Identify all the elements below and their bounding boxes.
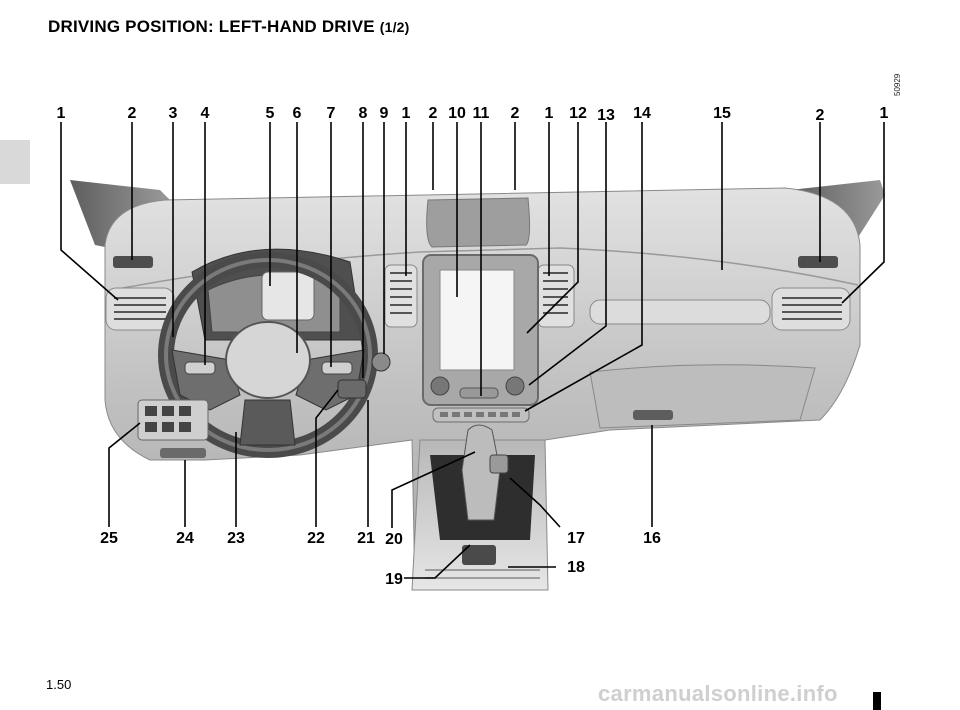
right-knob [505, 376, 525, 396]
callout-top-1d: 1 [879, 105, 889, 122]
upper-display-hood [426, 197, 531, 248]
gear-lever [461, 424, 501, 521]
callout-top-5: 5 [265, 105, 275, 122]
callout-top-14: 14 [633, 105, 651, 122]
left-knob [430, 376, 450, 396]
callout-bottom-19: 19 [385, 571, 403, 588]
callout-top-12: 12 [569, 105, 587, 122]
callout-bottom-24: 24 [176, 530, 194, 547]
callout-top-2d: 2 [815, 107, 825, 124]
steering-wheel-hub [225, 321, 311, 399]
callout-top-15: 15 [713, 105, 731, 122]
instrument-display [261, 271, 315, 321]
callout-top-4: 4 [200, 105, 210, 122]
wiper-stalk [337, 379, 367, 399]
left-side-defrost-vent [113, 256, 153, 268]
callout-bottom-17: 17 [567, 530, 585, 547]
callout-bottom-21: 21 [357, 530, 375, 547]
callout-top-3: 3 [168, 105, 178, 122]
callout-bottom-20: 20 [385, 531, 403, 548]
callout-top-10: 10 [448, 105, 466, 122]
left-spoke-controls [184, 361, 216, 375]
callout-top-1: 1 [56, 105, 66, 122]
right-side-defrost-vent [798, 256, 838, 268]
callout-top-9: 9 [379, 105, 389, 122]
corner-mark [873, 692, 881, 710]
callout-top-2b: 2 [428, 105, 438, 122]
start-button [371, 352, 391, 372]
callout-top-11: 11 [472, 105, 490, 122]
page-title: DRIVING POSITION: LEFT-HAND DRIVE (1/2) [48, 17, 410, 37]
callout-top-1b: 1 [401, 105, 411, 122]
lower-switch [160, 448, 206, 458]
callout-top-2: 2 [127, 105, 137, 122]
page-number: 1.50 [46, 677, 72, 692]
screen-button-strip [459, 387, 499, 399]
parking-brake-button [489, 454, 509, 474]
callout-bottom-18: 18 [567, 559, 585, 576]
callout-bottom-25: 25 [100, 530, 118, 547]
callout-bottom-16: 16 [643, 530, 661, 547]
callout-top-1c: 1 [544, 105, 554, 122]
callout-leaders-top [60, 122, 885, 412]
steering-wheel-highlight [164, 258, 372, 452]
watermark: carmanualsonline.info [598, 681, 838, 706]
callout-bottom-23: 23 [227, 530, 245, 547]
callout-top-2c: 2 [510, 105, 520, 122]
left-pillar [70, 180, 170, 250]
multimedia-screen [439, 269, 515, 371]
console-storage-switch [462, 545, 496, 565]
callout-top-6: 6 [292, 105, 302, 122]
right-spoke-controls [321, 361, 353, 375]
callout-top-7: 7 [326, 105, 336, 122]
steering-wheel-lower-spoke [239, 399, 296, 446]
callout-top-13: 13 [597, 107, 615, 124]
callout-leaders-bottom [108, 389, 653, 579]
page-title-suffix: (1/2) [379, 19, 410, 35]
glovebox [589, 364, 816, 429]
right-side-vent [771, 287, 851, 331]
passenger-trim [589, 299, 771, 325]
callout-bottom-22: 22 [307, 530, 325, 547]
section-tab [0, 140, 30, 184]
glovebox-handle [633, 410, 673, 420]
callout-top-8: 8 [358, 105, 368, 122]
page-title-main: DRIVING POSITION: LEFT-HAND DRIVE [48, 17, 375, 36]
